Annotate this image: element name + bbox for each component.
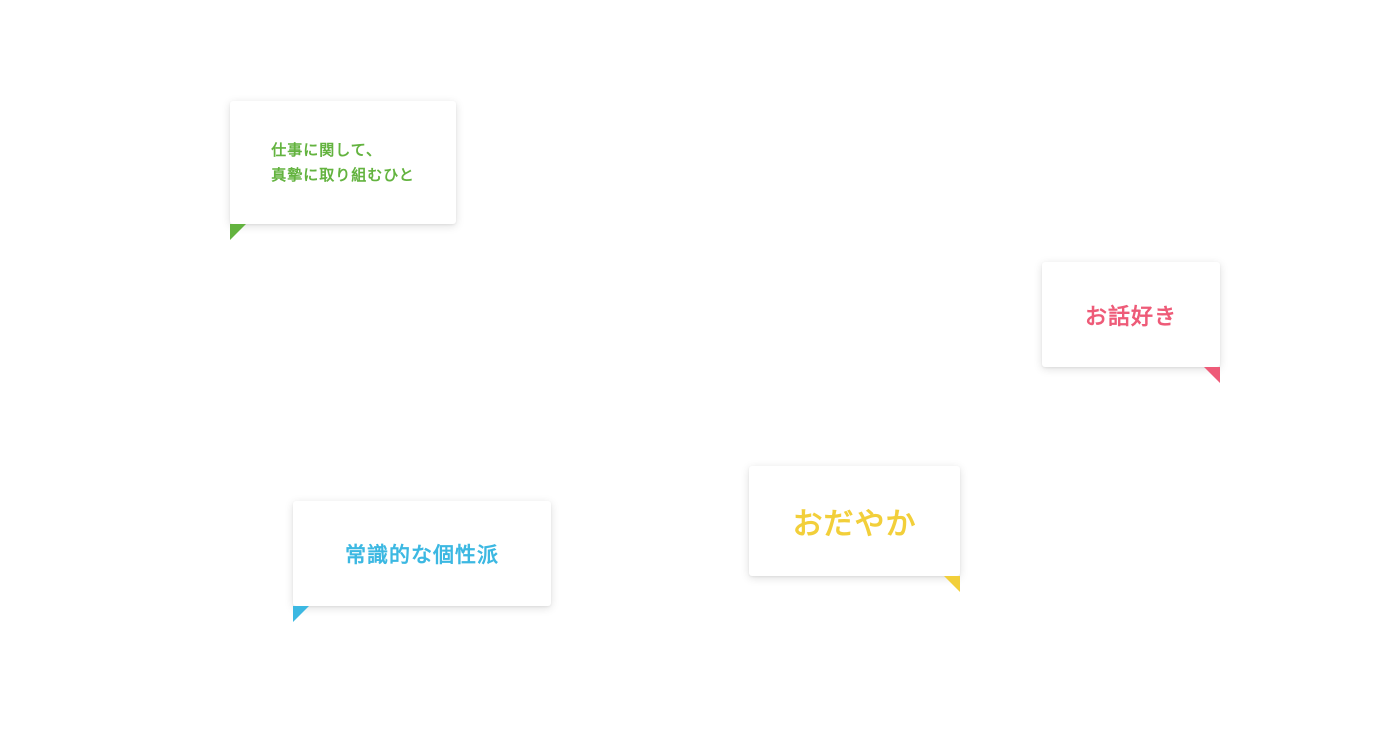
- trait-label: 仕事に関して、 真摯に取り組むひと: [271, 140, 415, 184]
- trait-label: おだやか: [792, 507, 917, 542]
- trait-card-sincere: 仕事に関して、 真摯に取り組むひと: [230, 101, 456, 240]
- speech-tail: [1204, 367, 1220, 383]
- trait-card-talkative: お話好き: [1042, 262, 1220, 383]
- trait-label: 常識的な個性派: [345, 542, 499, 567]
- trait-card-sensible-individualist: 常識的な個性派: [293, 501, 551, 622]
- trait-card-calm: おだやか: [749, 466, 960, 592]
- speech-tail: [944, 576, 960, 592]
- speech-tail: [293, 606, 309, 622]
- trait-label: お話好き: [1084, 304, 1177, 330]
- speech-tail: [230, 224, 246, 240]
